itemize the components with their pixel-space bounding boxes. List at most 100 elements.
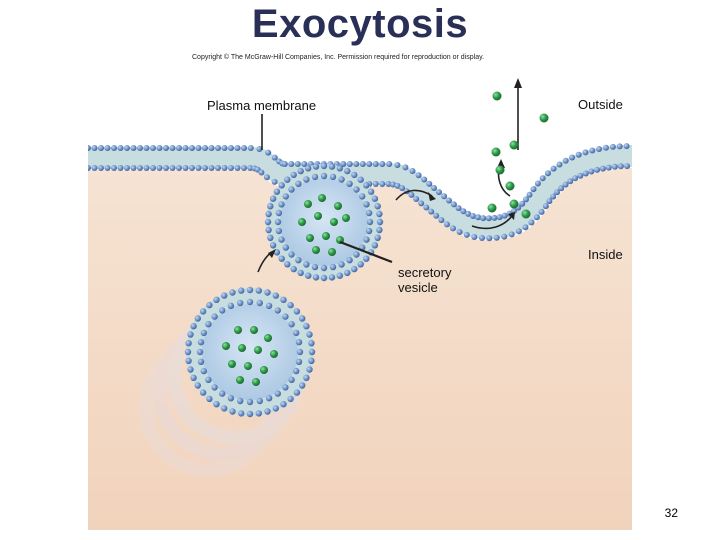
phospholipid-head <box>221 145 228 151</box>
phospholipid-head <box>294 161 301 167</box>
phospholipid-head <box>582 170 589 177</box>
phospholipid-head <box>336 165 343 172</box>
phospholipid-head <box>281 161 288 167</box>
phospholipid-head <box>271 154 278 161</box>
phospholipid-head <box>376 226 383 234</box>
phospholipid-head <box>137 145 143 151</box>
phospholipid-head <box>426 180 433 187</box>
phospholipid-head <box>295 339 303 346</box>
phospholipid-head <box>408 191 415 198</box>
phospholipid-head <box>189 145 195 151</box>
phospholipid-head <box>470 213 476 219</box>
phospholipid-head <box>530 186 537 193</box>
phospholipid-head <box>611 163 618 170</box>
phospholipid-head <box>353 161 360 167</box>
label-plasma-membrane: Plasma membrane <box>207 98 317 113</box>
phospholipid-head <box>288 251 295 258</box>
phospholipid-head <box>208 145 215 151</box>
phospholipid-head <box>311 263 319 271</box>
phospholipid-head <box>376 210 383 218</box>
phospholipid-head <box>274 390 281 397</box>
phospholipid-head <box>399 185 406 192</box>
released-protein <box>487 203 497 213</box>
phospholipid-head <box>184 348 192 356</box>
phospholipid-head <box>176 145 182 151</box>
released-protein <box>509 140 519 150</box>
phospholipid-head <box>247 165 254 171</box>
phospholipid-head <box>436 189 442 196</box>
secretory-protein <box>318 194 326 202</box>
phospholipid-head <box>562 181 569 188</box>
phospholipid-head <box>234 145 241 151</box>
phospholipid-head <box>533 214 540 221</box>
phospholipid-head <box>508 231 515 238</box>
secretory-protein <box>330 218 338 226</box>
phospholipid-head <box>246 298 254 306</box>
secretory-protein <box>244 362 252 370</box>
phospholipid-head <box>278 255 285 262</box>
phospholipid-head <box>357 261 364 268</box>
phospholipid-head <box>328 163 336 170</box>
phospholipid-head <box>265 395 273 402</box>
phospholipid-head <box>374 234 381 241</box>
phospholipid-head <box>444 221 450 228</box>
secretory-proteins <box>222 194 350 386</box>
phospholipid-head <box>501 233 508 240</box>
phospholipid-head <box>130 165 137 171</box>
phospholipid-head <box>246 398 254 406</box>
phospholipid-head <box>550 193 557 200</box>
phospholipid-head <box>539 175 546 182</box>
phospholipid-head <box>213 296 220 303</box>
phospholipid-head <box>594 166 601 173</box>
phospholipid-head <box>372 181 379 187</box>
phospholipid-head <box>169 165 176 171</box>
phospholipid-head <box>363 236 370 243</box>
phospholipid-head <box>237 299 244 307</box>
phospholipid-head <box>247 145 254 151</box>
phospholipid-head <box>486 235 493 242</box>
copyright-notice: Copyright © The McGraw-Hill Companies, I… <box>192 54 485 61</box>
phospholipid-head <box>295 180 302 187</box>
phospholipid-head <box>228 165 234 171</box>
phospholipid-head <box>455 205 462 212</box>
phospholipid-head <box>88 165 91 171</box>
phospholipid-head <box>609 143 616 150</box>
released-protein <box>521 209 531 219</box>
released-protein <box>492 91 502 101</box>
phospholipid-head <box>246 410 254 418</box>
phospholipid-head <box>197 339 205 346</box>
docked-vesicle-heads <box>264 162 384 282</box>
phospholipid-head <box>344 167 351 175</box>
phospholipid-head <box>269 195 277 202</box>
slide-number: 32 <box>664 506 678 520</box>
phospholipid-head <box>366 161 373 167</box>
phospholipid-head <box>423 204 430 211</box>
phospholipid-head <box>623 143 630 150</box>
phospholipid-head <box>202 165 208 171</box>
phospholipid-head <box>265 226 272 234</box>
phospholipid-head <box>124 165 130 171</box>
phospholipid-head <box>273 249 281 256</box>
phospholipid-head <box>255 410 262 417</box>
phospholipid-head <box>290 265 297 273</box>
label-inside: Inside <box>588 247 623 262</box>
phospholipid-head <box>575 151 582 158</box>
phospholipid-head <box>485 215 492 222</box>
secretory-protein <box>260 366 268 374</box>
phospholipid-head <box>185 357 192 364</box>
phospholipid-head <box>111 145 117 151</box>
phospholipid-head <box>264 218 272 226</box>
phospholipid-head <box>156 165 163 171</box>
phospholipid-head <box>588 168 595 175</box>
phospholipid-head <box>320 264 328 272</box>
phospholipid-head <box>329 173 337 181</box>
phospholipid-head <box>282 244 289 251</box>
phospholipid-head <box>446 197 452 204</box>
phospholipid-head <box>338 261 345 268</box>
arrow-fused-outward <box>471 215 513 230</box>
phospholipid-head <box>522 224 529 231</box>
secretory-protein <box>270 350 278 358</box>
phospholipid-head <box>624 163 631 170</box>
phospholipid-head <box>195 165 202 171</box>
